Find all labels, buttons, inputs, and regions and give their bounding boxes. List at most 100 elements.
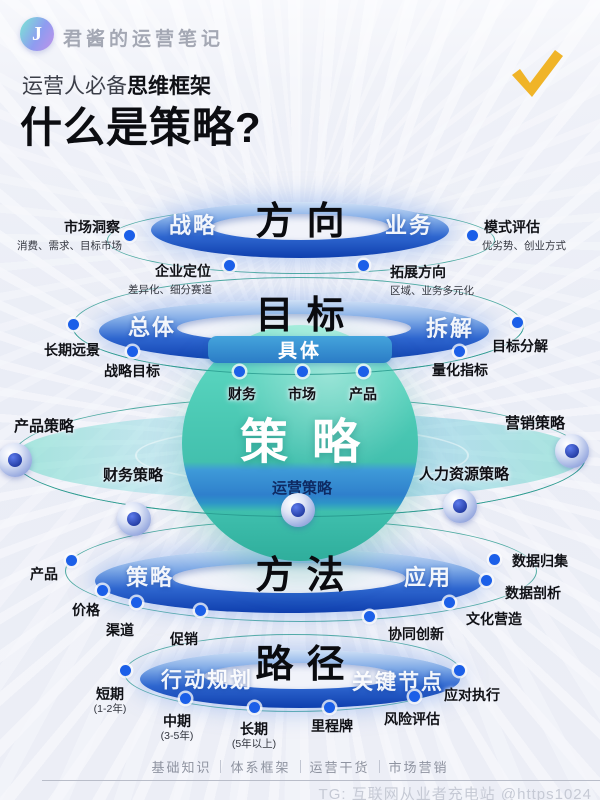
footer-tag-3: 运营干货 bbox=[309, 760, 370, 775]
node-collaborate: 协同创新 bbox=[388, 626, 444, 642]
method-dot-2 bbox=[97, 585, 108, 596]
goal-ring-label-right: 拆解 bbox=[425, 316, 475, 341]
path-dot-4 bbox=[324, 702, 335, 713]
method-dot-8 bbox=[364, 611, 375, 622]
node-hr-strategy: 人力资源策略 bbox=[419, 466, 510, 483]
goal-dot-1 bbox=[68, 319, 79, 330]
footer-tag-2: 体系框架 bbox=[230, 760, 291, 775]
path-ring-label-left: 行动规划 bbox=[161, 669, 253, 692]
method-dot-4 bbox=[195, 605, 206, 616]
direction-ring-label-left: 战略 bbox=[168, 213, 218, 238]
node-milestone: 里程牌 bbox=[311, 718, 353, 734]
direction-ring bbox=[151, 202, 449, 258]
page-subtitle: 运营人必备思维框架 bbox=[22, 70, 211, 100]
goal-sphere-dot-2 bbox=[297, 366, 308, 377]
method-ring-label-left: 策略 bbox=[125, 565, 175, 590]
method-dot-1 bbox=[66, 555, 77, 566]
goal-sphere-item-market: 市场 bbox=[288, 386, 316, 402]
direction-title: 方向 bbox=[255, 201, 358, 243]
direction-dot-2 bbox=[467, 230, 478, 241]
path-ring bbox=[140, 650, 460, 708]
node-market-insight: 市场洞察 bbox=[64, 219, 120, 235]
direction-ring-label-right: 业务 bbox=[384, 213, 434, 238]
footer-tag-divider bbox=[220, 760, 222, 773]
footer-tag-4: 市场营销 bbox=[388, 760, 449, 775]
node-mid-term-sub: (3-5年) bbox=[160, 730, 194, 742]
node-price: 价格 bbox=[72, 602, 100, 618]
node-long-vision: 长期远景 bbox=[44, 342, 100, 358]
subtitle-bold: 思维框架 bbox=[127, 75, 211, 98]
page-title: 什么是策略? bbox=[20, 104, 262, 151]
node-marketing-strategy: 营销策略 bbox=[505, 415, 566, 432]
node-channel: 渠道 bbox=[106, 622, 134, 638]
node-product: 产品 bbox=[30, 566, 58, 582]
node-positioning-sub: 差异化、细分赛道 bbox=[128, 284, 212, 296]
node-culture: 文化营造 bbox=[466, 611, 522, 627]
footer-divider-line bbox=[42, 780, 600, 781]
node-expansion-sub: 区域、业务多元化 bbox=[390, 285, 474, 297]
watermark-text: TG: 互联网从业者充电站 @https1024 bbox=[318, 786, 592, 800]
strategy-orb-2 bbox=[117, 502, 151, 536]
path-dot-2 bbox=[180, 693, 191, 704]
goal-sphere-dot-1 bbox=[234, 366, 245, 377]
strategy-orb-1 bbox=[0, 443, 32, 477]
path-dot-1 bbox=[120, 665, 131, 676]
node-data-collect: 数据归集 bbox=[512, 553, 568, 569]
node-expansion: 拓展方向 bbox=[390, 264, 446, 280]
node-positioning: 企业定位 bbox=[155, 263, 211, 279]
goal-dot-2 bbox=[127, 346, 138, 357]
node-product-strategy: 产品策略 bbox=[14, 418, 75, 435]
goal-dot-4 bbox=[454, 346, 465, 357]
strategy-orb-5 bbox=[555, 434, 589, 468]
path-dot-3 bbox=[249, 702, 260, 713]
direction-dot-4 bbox=[358, 260, 369, 271]
node-quant: 量化指标 bbox=[432, 362, 488, 378]
node-model-eval-sub: 优劣势、创业方式 bbox=[482, 240, 566, 252]
goal-sphere-dot-3 bbox=[358, 366, 369, 377]
method-ring-label-right: 应用 bbox=[403, 565, 453, 590]
method-title: 方法 bbox=[255, 555, 358, 597]
brand-name: 君酱的运营笔记 bbox=[63, 29, 225, 50]
method-dot-5 bbox=[489, 554, 500, 565]
goal-dot-3 bbox=[512, 317, 523, 328]
goal-title: 目标 bbox=[255, 295, 358, 337]
brand-logo: J bbox=[20, 17, 54, 51]
node-model-eval: 模式评估 bbox=[484, 219, 540, 235]
node-strategic-goal: 战略目标 bbox=[104, 363, 160, 379]
method-dot-6 bbox=[481, 575, 492, 586]
direction-dot-1 bbox=[124, 230, 135, 241]
method-dot-7 bbox=[444, 597, 455, 608]
footer-tags: 基础知识 体系框架 运营干货 市场营销 bbox=[0, 757, 600, 776]
goal-sphere-item-product: 产品 bbox=[349, 386, 377, 402]
goal-band: 具体 bbox=[208, 336, 392, 363]
node-risk: 风险评估 bbox=[384, 711, 440, 727]
goal-sphere-item-finance: 财务 bbox=[228, 386, 256, 402]
strategy-title: 策略 bbox=[239, 416, 385, 469]
node-market-insight-sub: 消费、需求、目标市场 bbox=[17, 240, 122, 252]
node-long-term: 长期 bbox=[240, 721, 268, 737]
node-data-analyze: 数据剖析 bbox=[505, 585, 561, 601]
footer-tag-1: 基础知识 bbox=[151, 760, 212, 775]
node-short-term-sub: (1-2年) bbox=[93, 703, 127, 715]
node-operation-strategy: 运营策略 bbox=[271, 480, 333, 497]
goal-ring-label-left: 总体 bbox=[127, 315, 177, 340]
subtitle-regular: 运营人必备 bbox=[22, 75, 127, 98]
node-finance-strategy: 财务策略 bbox=[103, 467, 164, 484]
node-long-term-sub: (5年以上) bbox=[231, 738, 277, 750]
strategy-orb-3 bbox=[281, 493, 315, 527]
node-mid-term: 中期 bbox=[163, 713, 191, 729]
footer-tag-divider bbox=[378, 760, 380, 773]
path-ring-label-right: 关键节点 bbox=[352, 671, 444, 694]
footer-tag-divider bbox=[299, 760, 301, 773]
check-icon bbox=[512, 50, 563, 97]
node-decompose: 目标分解 bbox=[492, 338, 548, 354]
node-short-term: 短期 bbox=[96, 686, 124, 702]
path-title: 路径 bbox=[255, 644, 358, 686]
direction-dot-3 bbox=[224, 260, 235, 271]
path-dot-6 bbox=[454, 665, 465, 676]
path-dot-5 bbox=[409, 691, 420, 702]
node-execute: 应对执行 bbox=[444, 687, 500, 703]
method-dot-3 bbox=[131, 597, 142, 608]
brand-logo-letter: J bbox=[32, 22, 42, 45]
